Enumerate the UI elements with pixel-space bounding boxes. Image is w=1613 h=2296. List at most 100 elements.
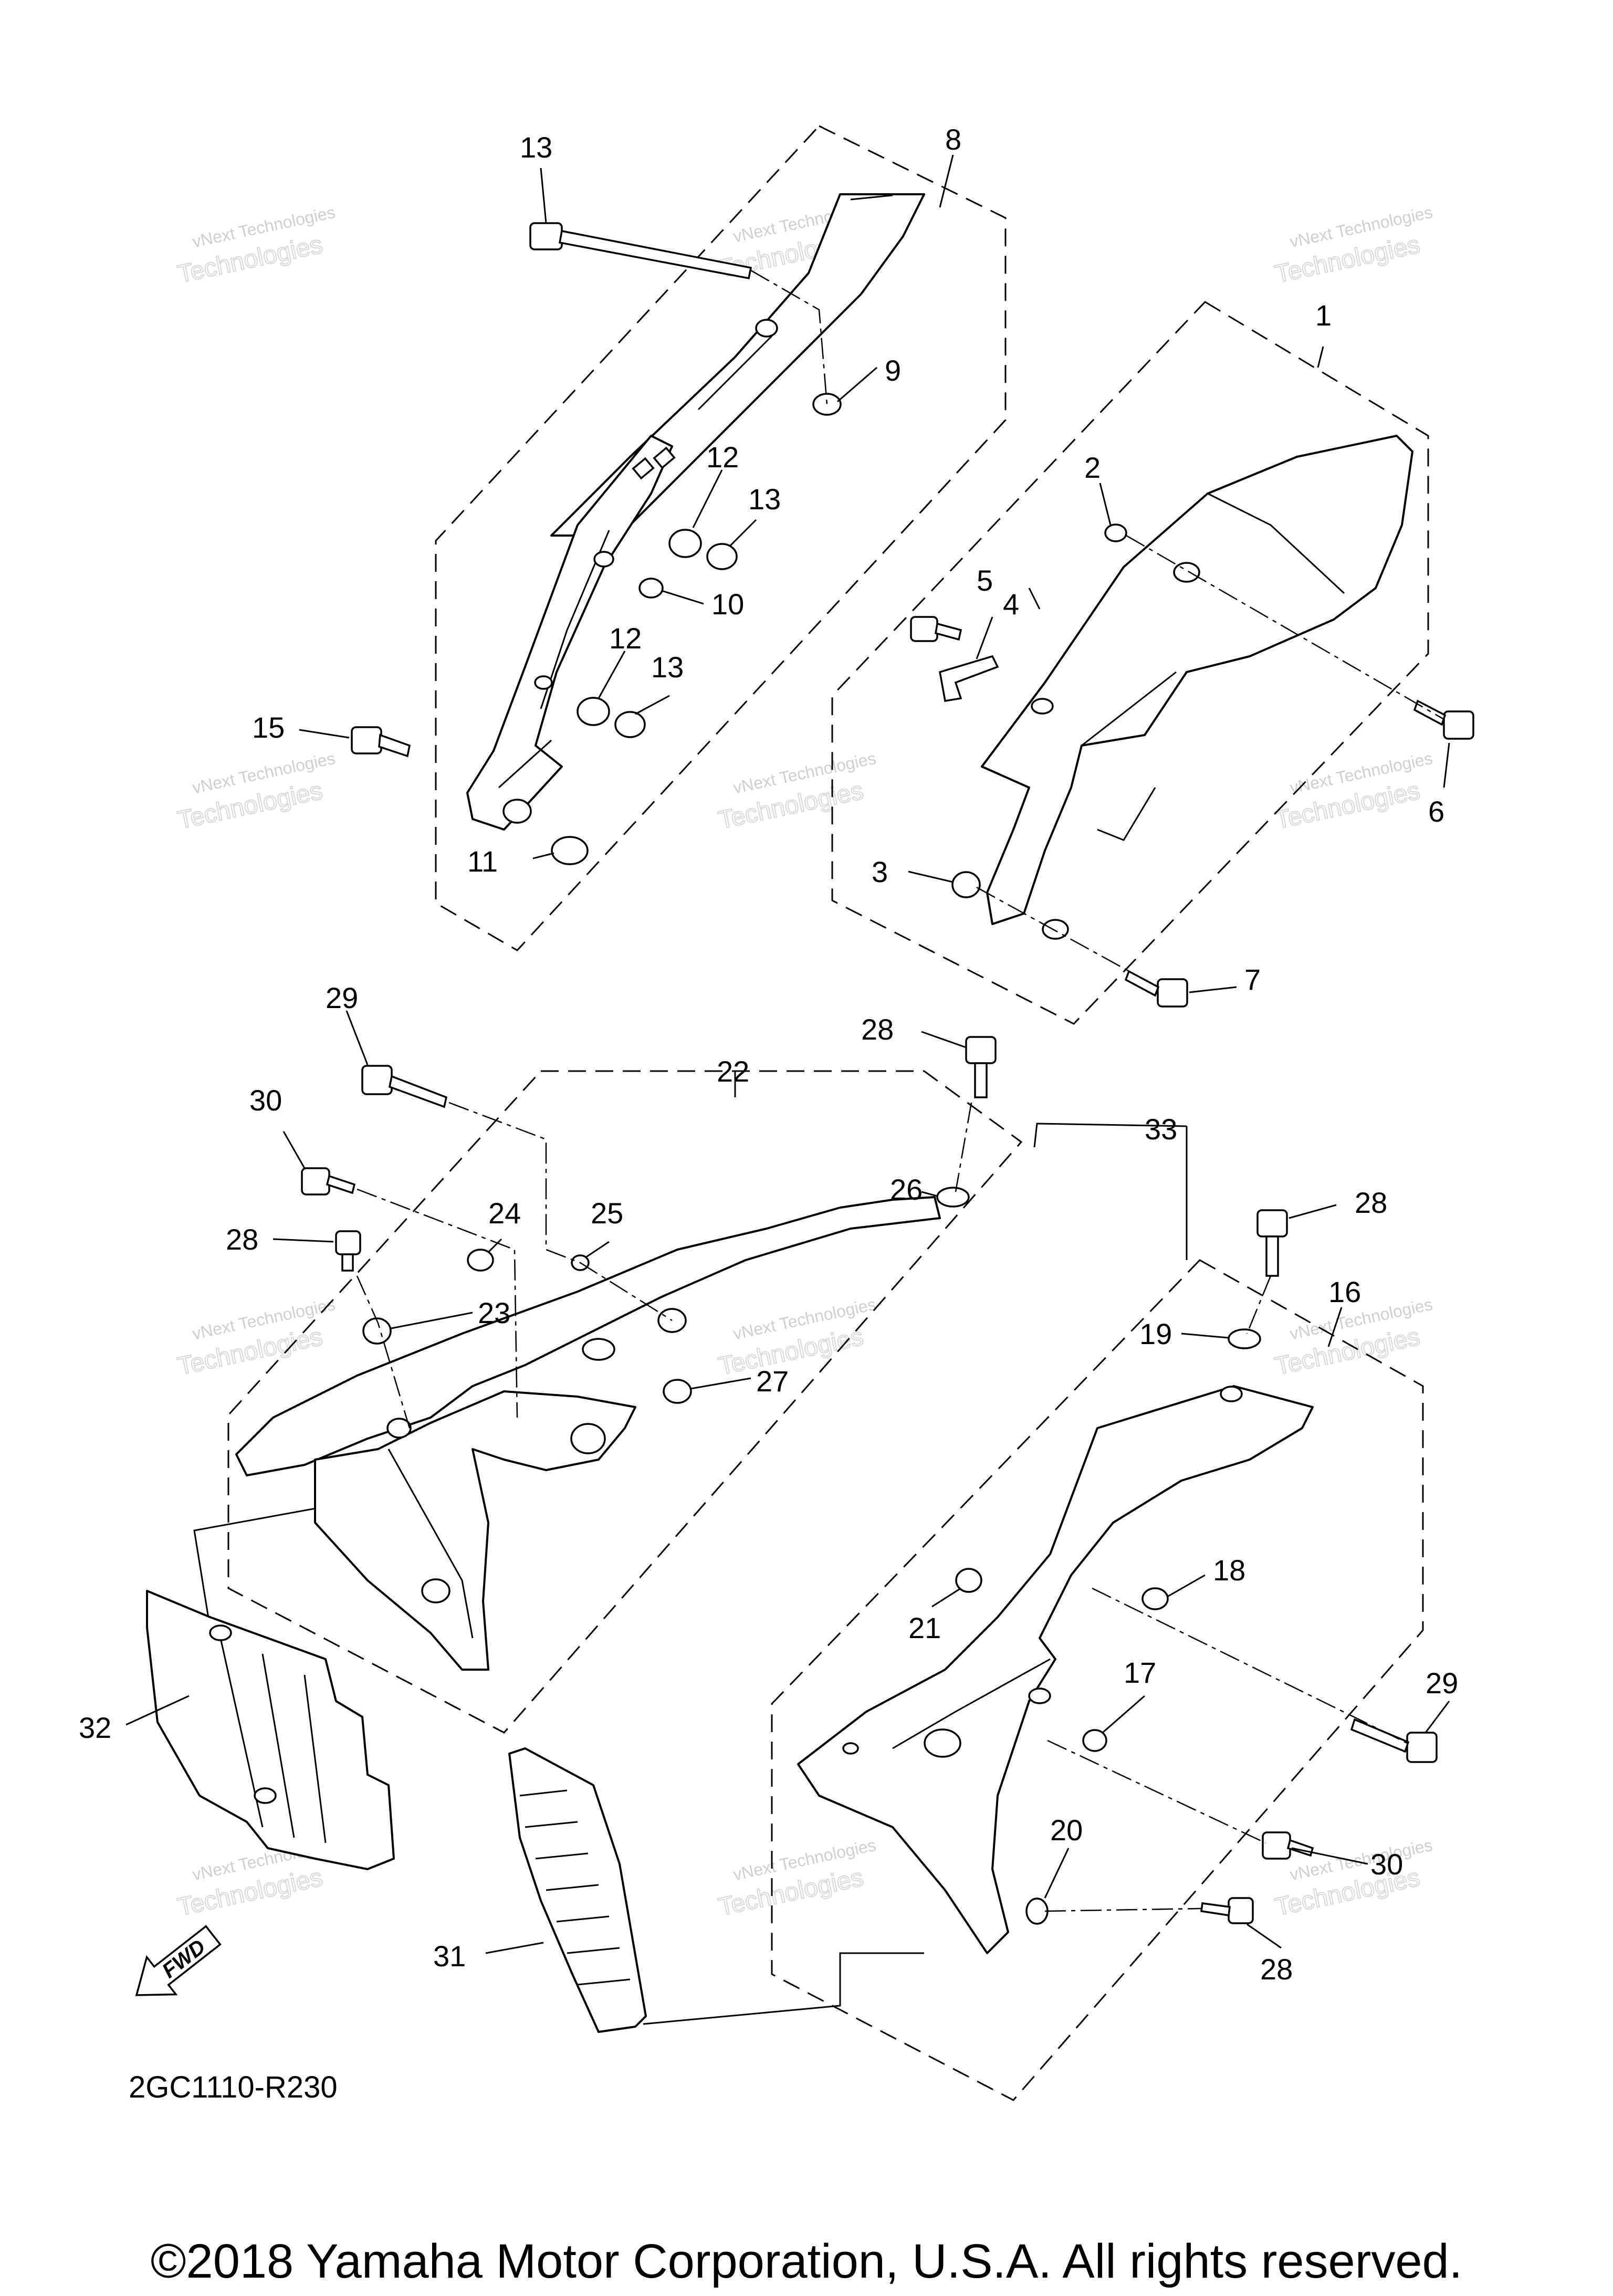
copyright-notice: ©2018 Yamaha Motor Corporation, U.S.A. A… (151, 2235, 1462, 2288)
part-22-side-cover (235, 1196, 941, 1671)
grommet-12-lower (577, 697, 610, 726)
washer-20 (1228, 1328, 1261, 1349)
callout-14: 13 (520, 131, 552, 164)
collar-19 (1141, 1587, 1169, 1610)
part-8-side-cover (466, 193, 925, 831)
watermark: vNext Technologies Technologies (716, 1836, 878, 1922)
callout-28-right: 28 (1355, 1186, 1387, 1219)
callout-27: 27 (756, 1365, 789, 1398)
washer-18 (1082, 1729, 1107, 1752)
callout-26: 26 (890, 1173, 923, 1206)
callout-8: 8 (945, 123, 961, 156)
washer-10 (638, 578, 664, 599)
hardware (301, 222, 1474, 1925)
watermark: vNext Technologies Technologies (1272, 749, 1434, 835)
callout-labels: 13 8 9 1 2 12 13 10 5 4 12 13 15 6 11 3 … (79, 123, 1458, 1986)
callout-18: 17 (1124, 1656, 1156, 1689)
bolt-14 (529, 222, 752, 280)
callout-16: 16 (1328, 1275, 1361, 1308)
part-32-panel (146, 1590, 395, 1870)
callout-2: 2 (1084, 451, 1101, 484)
callout-30-upper: 30 (249, 1084, 282, 1117)
fwd-arrow: FWD (135, 1925, 222, 1996)
callout-28-bottom: 28 (1260, 1953, 1293, 1986)
boundary-group-1 (831, 301, 1429, 1025)
grommet-21 (955, 1568, 982, 1593)
callout-30-lower: 30 (1370, 1848, 1403, 1881)
callout-4: 4 (1003, 588, 1019, 621)
callout-28-left: 28 (226, 1223, 258, 1256)
callout-20: 19 (1139, 1317, 1172, 1350)
grommet-3 (951, 871, 981, 898)
callout-21: 21 (908, 1611, 941, 1644)
callout-28-top: 28 (861, 1013, 894, 1046)
bolt-15 (351, 726, 411, 758)
callout-3: 3 (872, 855, 888, 888)
callout-9: 9 (885, 354, 901, 387)
callout-19: 18 (1213, 1554, 1245, 1587)
callout-17: 20 (1050, 1813, 1083, 1847)
callout-1: 1 (1315, 299, 1332, 332)
bolt-30-lower (1262, 1831, 1314, 1860)
callout-13-upper: 13 (748, 483, 781, 516)
collar-2 (1104, 523, 1127, 542)
grommet-12-upper (668, 529, 702, 558)
part-31-louver (508, 1747, 647, 2033)
collar-24 (467, 1249, 494, 1272)
callout-12-lower: 12 (609, 622, 642, 655)
callout-5: 5 (977, 564, 993, 597)
watermark: vNext Technologies Technologies (175, 1295, 337, 1381)
cap-13-lower (614, 711, 646, 738)
watermark: vNext Technologies Technologies (716, 749, 878, 835)
bolt-29-lower (1350, 1718, 1438, 1763)
callout-24: 24 (488, 1197, 521, 1230)
boundary-group-22 (227, 1070, 1023, 1734)
bolt-28-upper (965, 1036, 997, 1098)
callout-12-upper: 12 (706, 441, 739, 474)
boundary-group-8 (435, 125, 1007, 951)
callout-10: 10 (711, 588, 744, 621)
callout-13-lower: 13 (651, 651, 684, 684)
callout-6: 6 (1428, 795, 1444, 828)
watermarks: vNext Technologies Technologies vNext Te… (175, 197, 1434, 1922)
bolt-28-lower (1200, 1897, 1254, 1924)
watermark: vNext Technologies Technologies (1272, 203, 1434, 289)
boundary-link-31-16 (643, 1952, 924, 2025)
callout-32: 32 (79, 1711, 111, 1744)
bolt-5 (910, 616, 962, 642)
bolt-7 (1124, 970, 1188, 1008)
callout-29-lower: 29 (1426, 1666, 1458, 1700)
cap-13-upper (706, 543, 738, 570)
washer-26 (936, 1187, 970, 1208)
washer-11 (551, 836, 589, 865)
cap-27 (663, 1379, 692, 1404)
callout-22: 22 (717, 1055, 749, 1088)
assembly-boundaries (193, 125, 1429, 2101)
part-16-side-cover (797, 1385, 1314, 1954)
watermark: vNext Technologies Technologies (716, 1295, 878, 1381)
callout-11: 11 (467, 845, 498, 878)
callout-31: 31 (433, 1939, 466, 1973)
callout-29-upper: 29 (326, 981, 358, 1014)
bolt-28-right (1256, 1209, 1288, 1277)
part-1-side-cover (981, 435, 1413, 940)
callout-25: 25 (591, 1197, 623, 1230)
callout-23: 23 (478, 1296, 510, 1329)
bolt-28-left (335, 1230, 361, 1272)
boundary-group-16 (771, 1259, 1424, 2101)
boundary-link-22-32 (193, 1498, 368, 1628)
callout-15: 15 (252, 711, 285, 744)
callout-7: 7 (1244, 963, 1261, 996)
watermark: vNext Technologies Technologies (175, 203, 337, 289)
bolt-30-upper (301, 1167, 356, 1196)
collar-9 (812, 393, 842, 416)
leader-lines (125, 154, 1450, 1954)
bolt-29-upper (361, 1065, 448, 1108)
grommet-23 (362, 1317, 392, 1345)
grommet-17 (1025, 1897, 1049, 1925)
watermark: vNext Technologies Technologies (175, 749, 337, 835)
assembly-lines (356, 269, 1444, 1912)
reference-code: 2GC1110-R230 (129, 2070, 338, 2104)
bolt-6 (1413, 699, 1474, 740)
